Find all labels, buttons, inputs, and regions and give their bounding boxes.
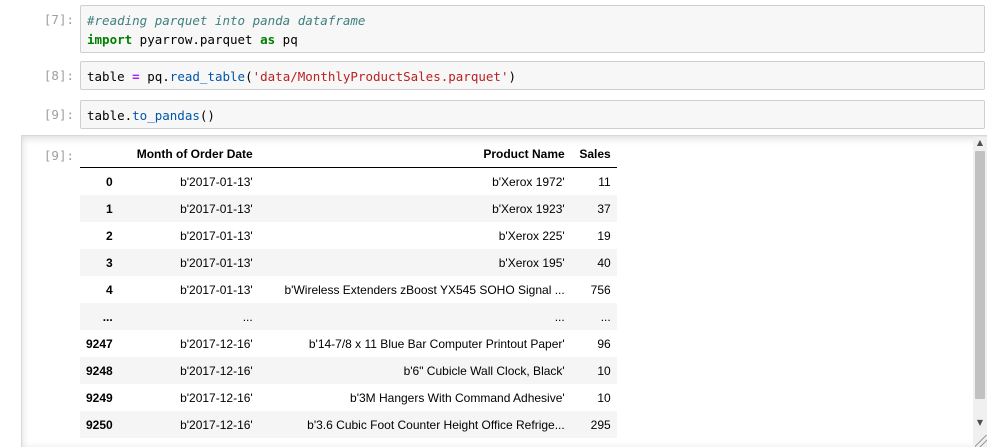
- table-row: 9250 b'2017-12-16' b'3.6 Cubic Foot Coun…: [80, 411, 617, 438]
- code-operator: =: [132, 69, 140, 84]
- cell-product: b'Wireless Extenders zBoost YX545 SOHO S…: [284, 282, 565, 297]
- cell-product: b'3M Hangers With Command Adhesive': [350, 390, 565, 405]
- row-index: 3: [106, 255, 113, 270]
- row-index: 0: [106, 174, 113, 189]
- cell-prompt: [8]:: [43, 68, 74, 83]
- code-text: table: [87, 69, 133, 84]
- cell-sales: 19: [597, 228, 611, 243]
- code-text: pq.: [139, 69, 170, 84]
- table-row: 9247 b'2017-12-16' b'14-7/8 x 11 Blue Ba…: [80, 330, 617, 357]
- scrollbar-thumb[interactable]: [975, 151, 985, 399]
- code-editor[interactable]: table = pq.read_table('data/MonthlyProdu…: [80, 61, 985, 90]
- cell-sales: 756: [590, 282, 611, 297]
- cell-month: b'2017-12-16': [180, 390, 253, 405]
- cell-sales: 295: [590, 417, 611, 432]
- code-comment: #reading parquet into panda dataframe: [87, 13, 366, 28]
- cell-sales: 11: [598, 174, 611, 189]
- cell-month: b'2017-01-13': [180, 255, 253, 270]
- cell-month: b'2017-12-16': [180, 417, 253, 432]
- code-editor[interactable]: #reading parquet into panda dataframe im…: [80, 5, 985, 53]
- cell-sales: 40: [597, 255, 611, 270]
- table-row: 2 b'2017-01-13' b'Xerox 225' 19: [80, 222, 617, 249]
- cell-prompt: [7]:: [43, 12, 74, 27]
- column-header-product: Product Name: [258, 141, 571, 168]
- cell-product: b'Xerox 225': [498, 228, 565, 243]
- resize-grip-icon[interactable]: [975, 435, 987, 447]
- column-header-index: [80, 141, 119, 168]
- cell-month: b'2017-12-16': [180, 336, 253, 351]
- keyword-import: import: [87, 32, 133, 47]
- cell-product: b'6" Cubicle Wall Clock, Black': [403, 363, 565, 378]
- table-header-row: Month of Order Date Product Name Sales: [80, 141, 617, 168]
- cell-month: b'2017-01-13': [180, 201, 253, 216]
- code-text: (): [199, 108, 215, 123]
- output-prompt: [9]:: [43, 148, 74, 163]
- code-text: table.: [87, 108, 133, 123]
- table-row-ellipsis: ... ... ... ...: [80, 303, 617, 330]
- table-row: 9249 b'2017-12-16' b'3M Hangers With Com…: [80, 384, 617, 411]
- cell-month: b'2017-12-16': [180, 363, 253, 378]
- table-row: 3 b'2017-01-13' b'Xerox 195' 40: [80, 249, 617, 276]
- code-text: (: [245, 69, 253, 84]
- dataframe-table: Month of Order Date Product Name Sales 0…: [80, 141, 617, 438]
- table-row: 0 b'2017-01-13' b'Xerox 1972' 11: [80, 168, 617, 196]
- cell-month: b'2017-01-13': [180, 228, 253, 243]
- code-editor[interactable]: table.to_pandas(): [80, 100, 985, 129]
- cell-product: b'3.6 Cubic Foot Counter Height Office R…: [307, 417, 565, 432]
- column-header-month: Month of Order Date: [118, 141, 259, 168]
- row-index: 9250: [86, 417, 113, 432]
- table-row: 9248 b'2017-12-16' b'6" Cubicle Wall Clo…: [80, 357, 617, 384]
- column-header-sales: Sales: [570, 141, 617, 168]
- output-scroll-area[interactable]: [21, 135, 987, 447]
- cell-sales: ...: [600, 309, 611, 324]
- cell-product: b'Xerox 195': [498, 255, 565, 270]
- cell-product: ...: [554, 309, 565, 324]
- code-text: ): [508, 69, 516, 84]
- cell-product: b'14-7/8 x 11 Blue Bar Computer Printout…: [308, 336, 565, 351]
- row-index: ...: [102, 309, 113, 324]
- row-index: 9248: [86, 363, 113, 378]
- cell-month: b'2017-01-13': [180, 174, 253, 189]
- row-index: 1: [106, 201, 113, 216]
- code-text: pyarrow.parquet: [132, 32, 261, 47]
- row-index: 9247: [86, 336, 113, 351]
- cell-product: b'Xerox 1972': [492, 174, 565, 189]
- cell-sales: 10: [597, 390, 611, 405]
- cell-prompt: [9]:: [43, 107, 74, 122]
- cell-sales: 10: [597, 363, 611, 378]
- cell-month: b'2017-01-13': [180, 282, 253, 297]
- cell-month: ...: [242, 309, 253, 324]
- row-index: 2: [106, 228, 113, 243]
- cell-sales: 96: [597, 336, 611, 351]
- scroll-up-icon[interactable]: ▲: [976, 138, 984, 147]
- table-row: 1 b'2017-01-13' b'Xerox 1923' 37: [80, 195, 617, 222]
- cell-sales: 37: [597, 201, 611, 216]
- table-row: 4 b'2017-01-13' b'Wireless Extenders zBo…: [80, 276, 617, 303]
- keyword-as: as: [260, 32, 276, 47]
- row-index: 9249: [86, 390, 113, 405]
- code-string: 'data/MonthlyProductSales.parquet': [252, 69, 509, 84]
- cell-product: b'Xerox 1923': [492, 201, 565, 216]
- code-method: to_pandas: [132, 108, 200, 123]
- scroll-down-icon[interactable]: ▼: [976, 418, 984, 427]
- code-text: pq: [275, 32, 298, 47]
- output-scrollbar[interactable]: ▲ ▼: [973, 137, 987, 447]
- code-method: read_table: [169, 69, 246, 84]
- row-index: 4: [106, 282, 113, 297]
